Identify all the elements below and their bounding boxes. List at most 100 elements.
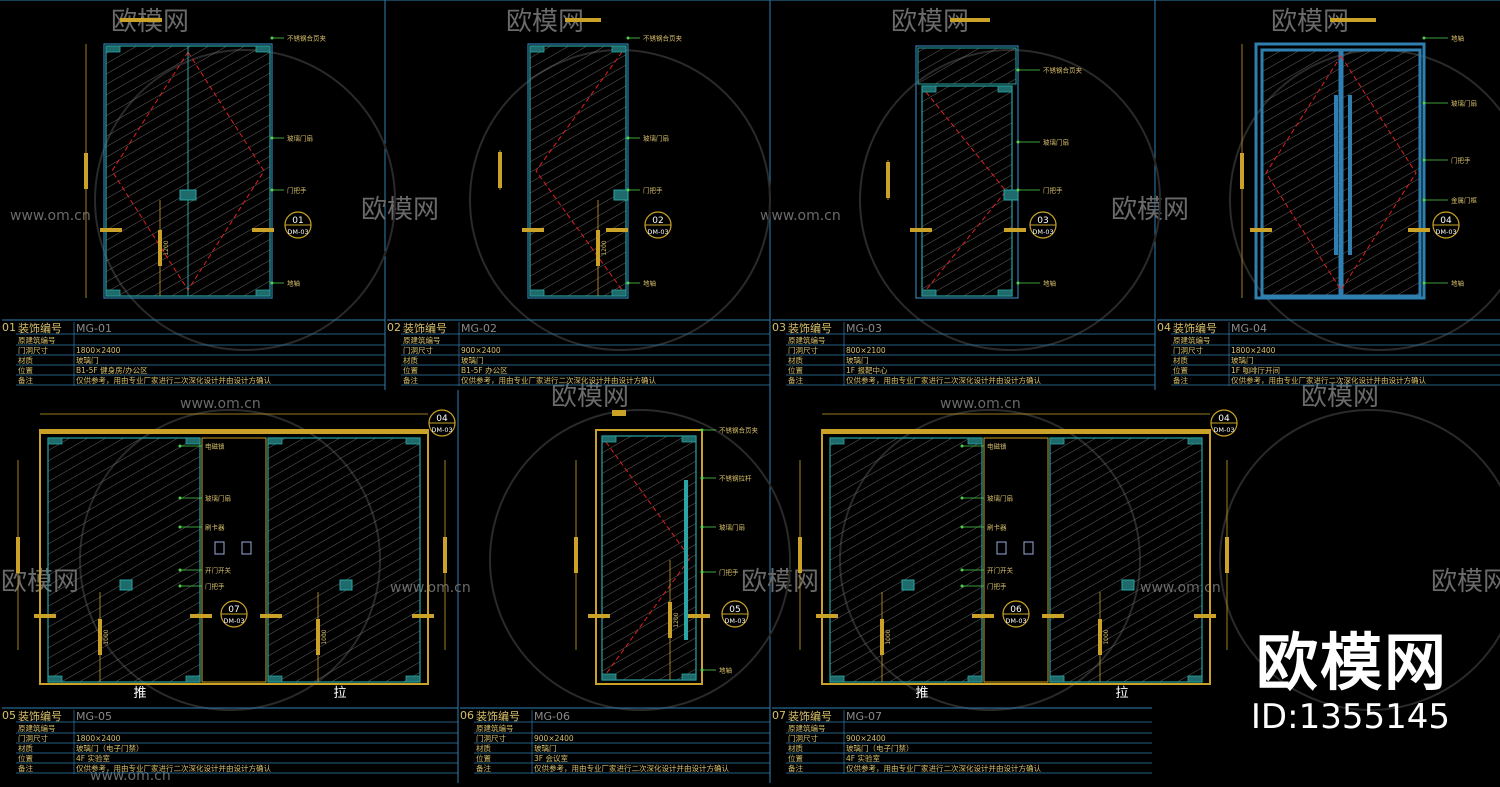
handle-fitting bbox=[119, 579, 133, 591]
table-row-label: 备注 bbox=[788, 375, 803, 385]
table-row-value: B1-5F 健身房/办公区 bbox=[76, 365, 148, 375]
hinge-patch-fitting bbox=[681, 435, 697, 443]
dimension-marker bbox=[316, 619, 320, 655]
table-row-value: 4F 实验室 bbox=[846, 753, 880, 763]
dimension-marker bbox=[16, 537, 20, 573]
callout-dot bbox=[960, 444, 964, 448]
handle-bar bbox=[816, 614, 838, 618]
table-row-value: 4F 实验室 bbox=[76, 753, 110, 763]
callout-label: 地轴 bbox=[1451, 34, 1465, 43]
table-row-label: 装饰编号 bbox=[1173, 321, 1217, 335]
callout-label: 不锈钢合页夹 bbox=[643, 34, 683, 43]
table-index: 06 bbox=[460, 709, 474, 722]
watermark-circle bbox=[1219, 409, 1500, 711]
callout-dot bbox=[178, 568, 182, 572]
callout-label: 地轴 bbox=[719, 666, 733, 675]
callout-dot bbox=[1422, 36, 1426, 40]
dimension-marker bbox=[668, 602, 672, 638]
dimension-marker bbox=[596, 230, 600, 266]
table-row-value: 玻璃门 bbox=[534, 743, 557, 753]
handle-fitting bbox=[901, 579, 915, 591]
hinge-patch-fitting bbox=[1049, 437, 1065, 445]
table-row-label: 材质 bbox=[18, 355, 33, 365]
table-row-value: MG-01 bbox=[76, 322, 112, 335]
handle-bar bbox=[412, 614, 434, 618]
top-dimension-marker bbox=[565, 18, 601, 22]
hinge-patch-fitting bbox=[601, 435, 617, 443]
table-row-label: 位置 bbox=[788, 365, 803, 375]
callout-dot bbox=[1422, 101, 1426, 105]
callout-label: 玻璃门扇 bbox=[287, 134, 313, 143]
table-index: 03 bbox=[772, 321, 786, 334]
table-row-value: 800×2100 bbox=[846, 346, 886, 355]
hinge-patch-fitting bbox=[611, 45, 627, 53]
dimension-marker bbox=[886, 162, 890, 198]
watermark-url: www.om.cn bbox=[760, 208, 841, 224]
callout-label: 玻璃门扇 bbox=[1043, 138, 1069, 147]
metal-door-frame bbox=[1254, 42, 1426, 300]
detail-marker-number: 01 bbox=[292, 216, 303, 226]
table-row-label: 装饰编号 bbox=[18, 709, 62, 723]
handle-fitting bbox=[179, 189, 197, 201]
dimension-label: 1000 bbox=[103, 629, 110, 644]
table-row-value: MG-02 bbox=[461, 322, 497, 335]
dimension-marker bbox=[1240, 153, 1244, 189]
table-row-label: 位置 bbox=[476, 753, 491, 763]
callout-label: 电磁锁 bbox=[205, 442, 225, 451]
callout-label: 开门开关 bbox=[205, 566, 232, 575]
callout-label: 门把手 bbox=[287, 186, 307, 195]
dimension-marker bbox=[158, 230, 162, 266]
detail-marker-sheet: DM-03 bbox=[1032, 228, 1053, 236]
top-dimension-marker bbox=[612, 410, 626, 416]
callout-label: 不锈钢合页夹 bbox=[719, 426, 759, 435]
dimension-marker bbox=[1225, 537, 1229, 573]
card-reader bbox=[214, 541, 225, 555]
table-row-label: 原建筑编号 bbox=[476, 723, 514, 733]
hinge-patch-fitting bbox=[47, 675, 63, 683]
callout-dot bbox=[626, 188, 630, 192]
table-row-label: 装饰编号 bbox=[788, 709, 832, 723]
detail-marker-sheet: DM-03 bbox=[1213, 426, 1234, 434]
dimension-marker bbox=[798, 537, 802, 573]
hinge-patch-fitting bbox=[1049, 675, 1065, 683]
detail-marker-sheet: DM-03 bbox=[223, 617, 244, 625]
callout-dot bbox=[270, 281, 274, 285]
hinge-patch-fitting bbox=[405, 437, 421, 445]
table-row-label: 装饰编号 bbox=[788, 321, 832, 335]
callout-dot bbox=[1016, 68, 1020, 72]
table-row-label: 备注 bbox=[1173, 375, 1189, 385]
dimension-label: 1200 bbox=[163, 240, 170, 255]
dimension-label: 1000 bbox=[1103, 629, 1110, 644]
pull-handle-left bbox=[1334, 95, 1338, 255]
callout-dot bbox=[960, 525, 964, 529]
table-row-label: 备注 bbox=[476, 763, 491, 773]
door-opening-frame bbox=[527, 43, 629, 299]
access-control-panel bbox=[983, 437, 1049, 683]
push-label: 推 bbox=[915, 686, 928, 701]
hinge-patch-fitting bbox=[185, 437, 201, 445]
brand-title: 欧模网 bbox=[1255, 626, 1448, 699]
hinge-patch-fitting bbox=[681, 673, 697, 681]
watermark-brand: 欧模网 bbox=[1431, 567, 1500, 597]
hinge-patch-fitting bbox=[997, 85, 1013, 93]
table-row-value: 仅供参考，用由专业厂家进行二次深化设计并由设计方确认 bbox=[846, 375, 1041, 385]
table-row-value: MG-07 bbox=[846, 710, 882, 723]
callout-dot bbox=[626, 36, 630, 40]
fanlight-glass bbox=[917, 47, 1017, 85]
table-row-value: 玻璃门 bbox=[1231, 355, 1254, 365]
hinge-patch-fitting bbox=[105, 289, 121, 297]
glass-leaf bbox=[601, 435, 697, 681]
glass-leaf bbox=[529, 45, 627, 297]
table-row-label: 门洞尺寸 bbox=[476, 733, 506, 743]
top-dimension-marker bbox=[120, 18, 162, 22]
table-row-value: 玻璃门 bbox=[461, 355, 484, 365]
table-row-value: MG-05 bbox=[76, 710, 112, 723]
table-row-label: 备注 bbox=[788, 763, 803, 773]
callout-label: 金属门框 bbox=[1451, 196, 1478, 205]
